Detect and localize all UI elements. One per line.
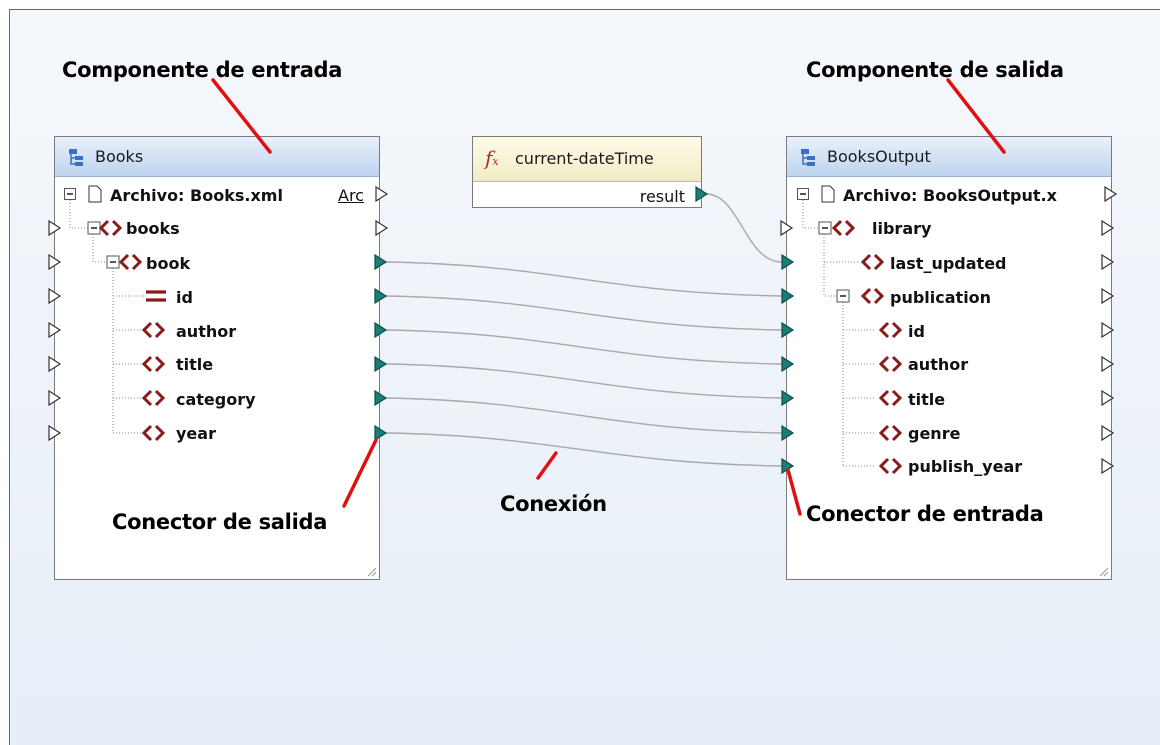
target-item-genre[interactable]: genre bbox=[908, 424, 961, 443]
function-title: current-dateTime bbox=[515, 149, 654, 168]
target-item-title[interactable]: title bbox=[908, 390, 946, 409]
collapse-icon[interactable] bbox=[797, 188, 809, 200]
collapse-icon[interactable] bbox=[64, 188, 76, 200]
target-component-header[interactable]: BooksOutput bbox=[787, 137, 1111, 177]
target-item-library[interactable]: library bbox=[872, 219, 932, 238]
target-item-id[interactable]: id bbox=[908, 322, 925, 341]
resize-grip-icon[interactable] bbox=[367, 567, 377, 577]
source-item-id[interactable]: id bbox=[176, 288, 193, 307]
function-component[interactable]: fx current-dateTime result bbox=[472, 136, 702, 208]
target-item-publication[interactable]: publication bbox=[890, 288, 992, 307]
resize-grip-icon[interactable] bbox=[1099, 567, 1109, 577]
target-item-publish-year[interactable]: publish_year bbox=[908, 457, 1023, 476]
source-file-label: Archivo: Books.xml bbox=[110, 186, 283, 205]
source-item-book[interactable]: book bbox=[146, 254, 191, 273]
source-component[interactable]: Books bbox=[54, 136, 380, 580]
source-item-year[interactable]: year bbox=[176, 424, 216, 443]
target-component-title: BooksOutput bbox=[827, 147, 931, 166]
source-component-title: Books bbox=[95, 147, 144, 166]
source-item-category[interactable]: category bbox=[176, 390, 256, 409]
function-output-label: result bbox=[639, 187, 685, 206]
function-fx-icon: fx bbox=[485, 146, 499, 170]
target-file-label: Archivo: BooksOutput.x bbox=[843, 186, 1057, 205]
component-tree-icon bbox=[801, 149, 815, 166]
annotation-output-component: Componente de salida bbox=[806, 58, 1064, 82]
annotation-input-connector: Conector de entrada bbox=[806, 502, 1044, 526]
annotation-output-connector: Conector de salida bbox=[112, 510, 328, 534]
file-icon bbox=[88, 185, 102, 203]
annotation-input-component: Componente de entrada bbox=[62, 58, 343, 82]
component-tree-icon bbox=[69, 149, 83, 166]
source-file-button[interactable]: Arc bbox=[338, 186, 364, 205]
source-item-books[interactable]: books bbox=[126, 219, 180, 238]
target-item-last-updated[interactable]: last_updated bbox=[890, 254, 1007, 273]
target-item-author[interactable]: author bbox=[908, 355, 969, 374]
source-item-title[interactable]: title bbox=[176, 355, 214, 374]
annotation-connection: Conexión bbox=[500, 492, 607, 516]
source-component-header[interactable]: Books bbox=[55, 137, 379, 177]
source-item-author[interactable]: author bbox=[176, 322, 237, 341]
function-header[interactable]: fx current-dateTime bbox=[473, 137, 701, 182]
file-icon bbox=[821, 185, 835, 203]
